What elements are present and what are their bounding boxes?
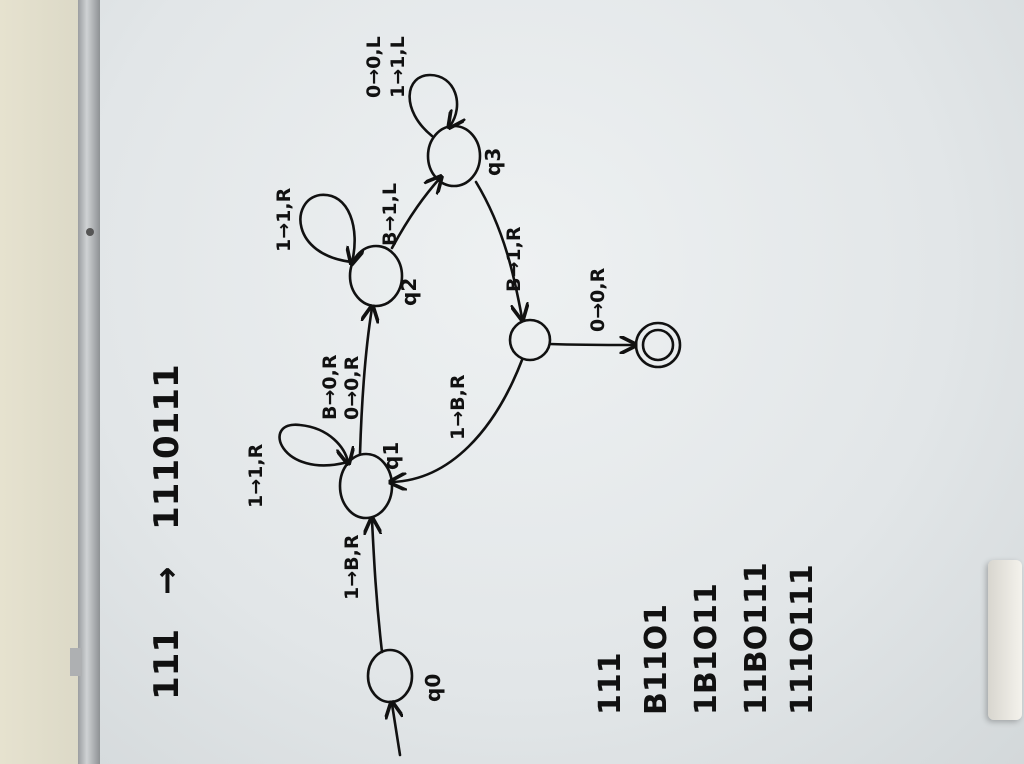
title-lhs: 111 bbox=[147, 629, 187, 700]
whiteboard bbox=[100, 0, 1024, 764]
trace-line: 111O111 bbox=[785, 564, 820, 715]
trace-line: B11O1 bbox=[639, 604, 674, 715]
label-q3-loop-b: 1→1,L bbox=[387, 36, 409, 98]
edge-q4-q1 bbox=[392, 358, 524, 482]
label-q4-q1: 1→B,R bbox=[447, 374, 469, 440]
edge-q3-q4 bbox=[474, 180, 522, 318]
label-q1-q2-a: B→0,R bbox=[319, 354, 341, 420]
label-q4-accept: 0→0,R bbox=[587, 267, 609, 332]
loop-q2 bbox=[299, 193, 354, 262]
loop-q3 bbox=[408, 73, 457, 138]
edge-q4-accept bbox=[548, 344, 634, 345]
label-q2: q2 bbox=[397, 278, 421, 306]
wall-pin bbox=[86, 228, 94, 236]
label-q1: q1 bbox=[379, 442, 403, 470]
label-q2-loop: 1→1,R bbox=[273, 187, 295, 252]
edge-q2-q3 bbox=[390, 178, 440, 250]
state-accept-inner bbox=[641, 328, 675, 362]
label-q0-q1: 1→B,R bbox=[341, 534, 363, 600]
label-q3-loop-a: 0→0,L bbox=[363, 36, 385, 98]
trace-line: 11BO111 bbox=[739, 562, 774, 715]
whiteboard-frame bbox=[78, 0, 100, 764]
title-rhs: 1110111 bbox=[147, 364, 187, 530]
state-q4 bbox=[508, 318, 552, 362]
title-arrow: → bbox=[147, 567, 187, 596]
state-q2 bbox=[348, 244, 404, 308]
edge-q1-q2 bbox=[358, 308, 372, 456]
title: 111 → 1110111 bbox=[147, 364, 187, 700]
label-q3-q4: B→1,R bbox=[503, 226, 525, 292]
label-q2-q3: B→1,L bbox=[379, 183, 401, 246]
label-q1-loop: 1→1,R bbox=[245, 443, 267, 508]
edge-q0-q1 bbox=[372, 520, 384, 654]
trace-line: 1B1O11 bbox=[689, 583, 724, 715]
label-q3: q3 bbox=[481, 148, 505, 176]
frame-clip bbox=[70, 648, 82, 676]
state-q3 bbox=[426, 124, 482, 188]
wall bbox=[0, 0, 80, 764]
label-q0: q0 bbox=[421, 674, 445, 702]
start-arrow bbox=[392, 704, 400, 757]
trace-line: 111 bbox=[593, 652, 628, 715]
loop-q1 bbox=[278, 423, 348, 466]
label-q1-q2-b: 0→0,R bbox=[341, 355, 363, 420]
state-q0 bbox=[366, 648, 414, 704]
eraser bbox=[988, 560, 1022, 720]
